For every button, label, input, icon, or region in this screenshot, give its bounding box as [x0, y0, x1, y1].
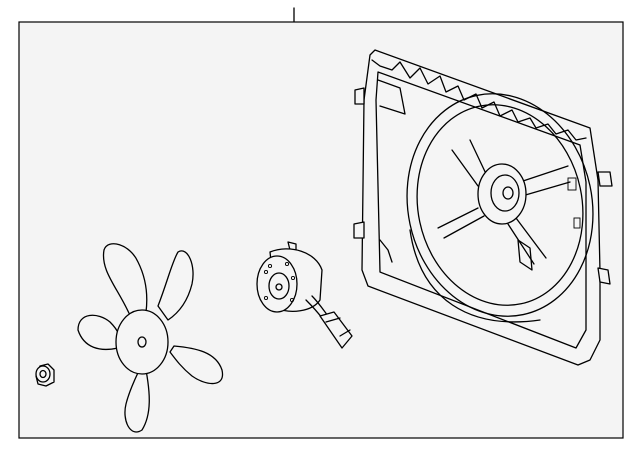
nut-icon — [35, 363, 55, 387]
fan-shroud-icon — [353, 49, 613, 366]
fan-motor-icon — [256, 241, 353, 349]
fan-blade-icon — [77, 243, 224, 433]
